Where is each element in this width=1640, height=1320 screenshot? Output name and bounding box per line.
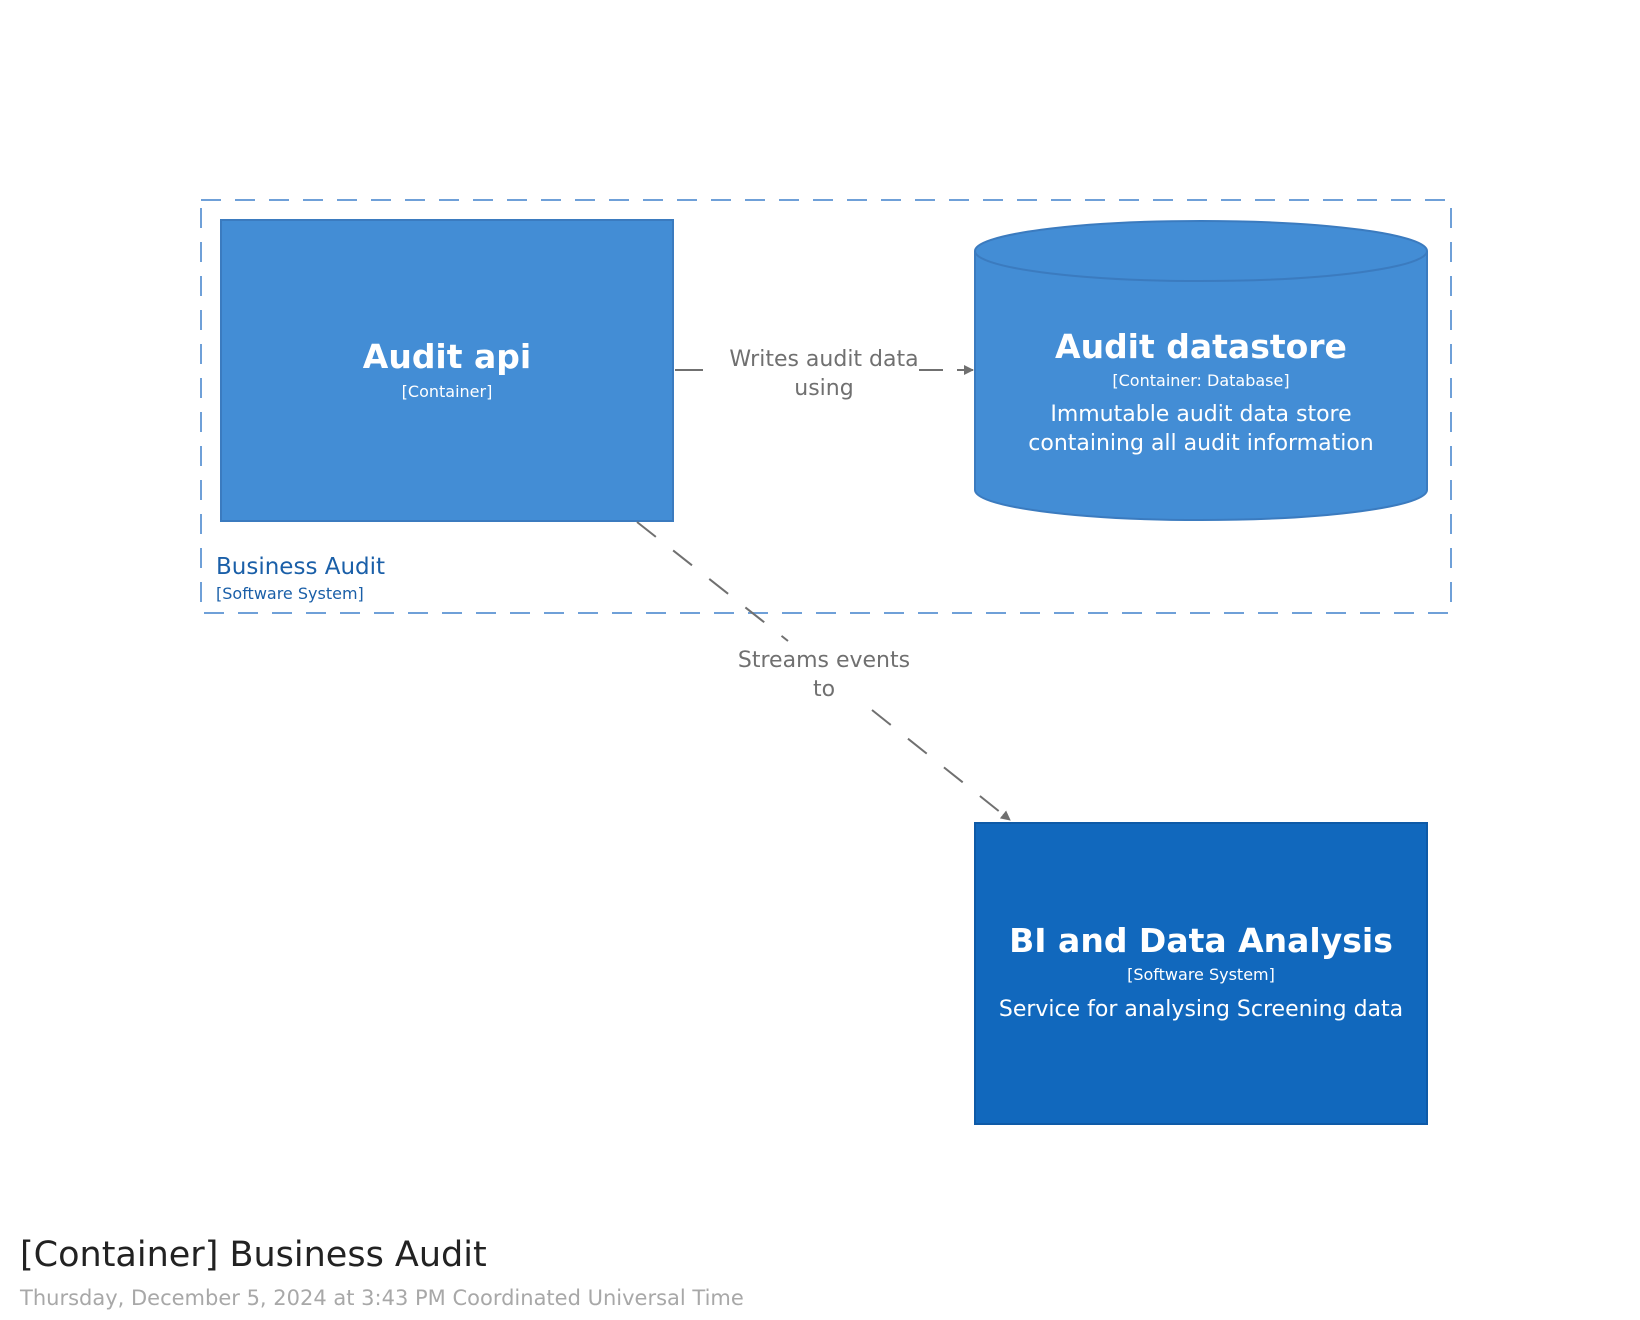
audit-datastore-name: Audit datastore — [1055, 327, 1347, 366]
edge-streams-label-line-1: Streams events — [738, 648, 910, 673]
node-audit-api[interactable]: Audit api [Container] — [220, 219, 674, 522]
bi-box — [974, 822, 1428, 1125]
datastore-cylinder-rim — [974, 250, 1428, 282]
audit-datastore-description-line-1: Immutable audit data store — [1050, 402, 1351, 427]
node-bi-data-analysis[interactable]: BI and Data Analysis [Software System] S… — [974, 822, 1428, 1125]
edge-writes-label-line-1: Writes audit data — [729, 347, 918, 372]
edge-streams-events[interactable]: Streams events to — [636, 521, 1011, 821]
diagram-title: [Container] Business Audit — [20, 1235, 487, 1275]
boundary-type: [Software System] — [216, 584, 364, 603]
boundary-frame — [200, 199, 1452, 614]
bi-type: [Software System] — [1127, 965, 1275, 984]
bi-description: Service for analysing Screening data — [999, 997, 1403, 1022]
diagram-timestamp: Thursday, December 5, 2024 at 3:43 PM Co… — [20, 1286, 744, 1310]
node-audit-datastore[interactable]: Audit datastore [Container: Database] Im… — [974, 220, 1428, 521]
edge-streams-line-end — [871, 709, 1011, 821]
audit-api-box — [220, 219, 674, 522]
audit-api-type: [Container] — [402, 382, 493, 401]
boundary-business-audit[interactable]: Business Audit [Software System] — [200, 199, 1452, 614]
edge-writes-audit-data[interactable]: Writes audit data using — [675, 347, 974, 401]
edge-streams-line-start — [636, 521, 789, 642]
audit-api-name: Audit api — [363, 337, 531, 376]
edge-streams-label-line-2: to — [813, 677, 835, 702]
bi-name: BI and Data Analysis — [1009, 921, 1393, 960]
audit-datastore-description-line-2: containing all audit information — [1028, 431, 1373, 456]
datastore-cylinder-body — [974, 220, 1428, 521]
boundary-name: Business Audit — [216, 554, 385, 580]
audit-datastore-type: [Container: Database] — [1112, 371, 1289, 390]
edge-writes-label-line-2: using — [794, 376, 853, 401]
